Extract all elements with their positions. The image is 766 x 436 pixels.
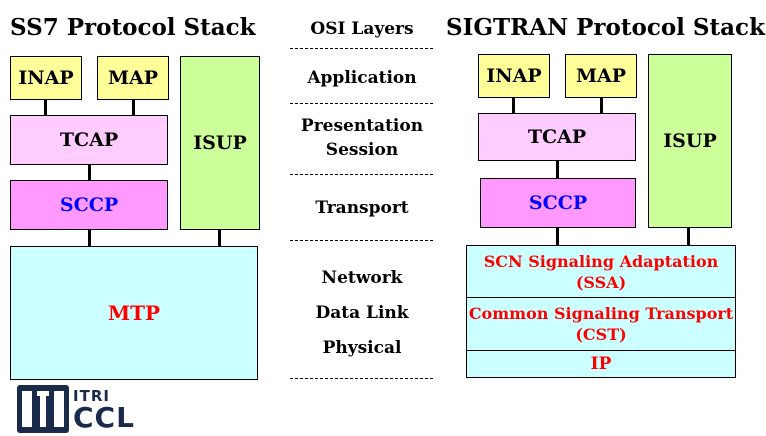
sigtran-map-connector [600,98,603,113]
sigtran-cst-label-line2: (CST) [575,325,627,344]
sigtran-sccp-connector [556,228,559,245]
osi-transport: Transport [315,198,409,218]
sigtran-isup-label: ISUP [663,130,717,152]
itri-ccl-logo: ITRI CCL [17,383,157,435]
ss7-tcap-connector [88,165,91,180]
ccl-logo-text: CCL [73,401,135,434]
ss7-map-label: MAP [107,67,159,89]
sigtran-ssa-label-line1: SCN Signaling Adaptation [483,251,719,271]
ss7-sccp-box: SCCP [10,180,168,230]
osi-physical: Physical [322,338,402,358]
sigtran-inap-box: INAP [478,54,550,98]
ss7-sccp-connector [88,230,91,246]
sigtran-cst-label-line1: Common Signaling Transport [468,304,734,323]
itri-logo-text: ITRI [73,387,110,405]
sigtran-inap-label: INAP [486,65,542,87]
ss7-tcap-label: TCAP [59,129,119,151]
ss7-mtp-label: MTP [107,301,161,325]
osi-session: Session [325,140,399,160]
sigtran-map-label: MAP [575,65,627,87]
sigtran-ssa-label-line2: (SSA) [575,272,627,292]
ss7-isup-connector [218,230,221,246]
osi-divider-5 [290,378,433,379]
ss7-isup-box: ISUP [180,56,260,230]
sigtran-isup-box: ISUP [648,54,732,228]
sigtran-cst-box: Common Signaling Transport (CST) [466,298,736,351]
sigtran-sccp-label: SCCP [528,192,588,214]
sigtran-inap-connector [512,98,515,113]
osi-network: Network [321,268,403,288]
osi-divider-1 [290,48,433,49]
sigtran-tcap-label: TCAP [527,126,587,148]
sigtran-ssa-box: SCN Signaling Adaptation (SSA) [466,245,736,298]
sigtran-map-box: MAP [565,54,637,98]
ss7-tcap-box: TCAP [10,115,168,165]
sigtran-sccp-box: SCCP [480,178,636,228]
ss7-map-box: MAP [97,56,169,100]
ss7-inap-label: INAP [18,67,74,89]
ss7-sccp-label: SCCP [59,194,119,216]
sigtran-ip-label: IP [590,354,612,374]
sigtran-isup-connector [687,228,690,245]
osi-application: Application [307,68,417,88]
ss7-title: SS7 Protocol Stack [10,14,256,41]
osi-title: OSI Layers [310,19,414,39]
osi-divider-3 [290,174,433,175]
itri-ccl-logo-mark [17,385,69,433]
ss7-inap-connector [44,100,47,115]
sigtran-title: SIGTRAN Protocol Stack [446,14,766,41]
sigtran-tcap-box: TCAP [478,113,636,161]
osi-datalink: Data Link [315,303,409,323]
osi-presentation: Presentation [300,116,424,136]
sigtran-tcap-connector [556,161,559,178]
ss7-isup-label: ISUP [193,132,247,154]
osi-divider-4 [290,240,433,241]
osi-divider-2 [290,103,433,104]
sigtran-ip-box: IP [466,351,736,378]
ss7-mtp-box: MTP [10,246,258,380]
ss7-map-connector [132,100,135,115]
ss7-inap-box: INAP [10,56,82,100]
